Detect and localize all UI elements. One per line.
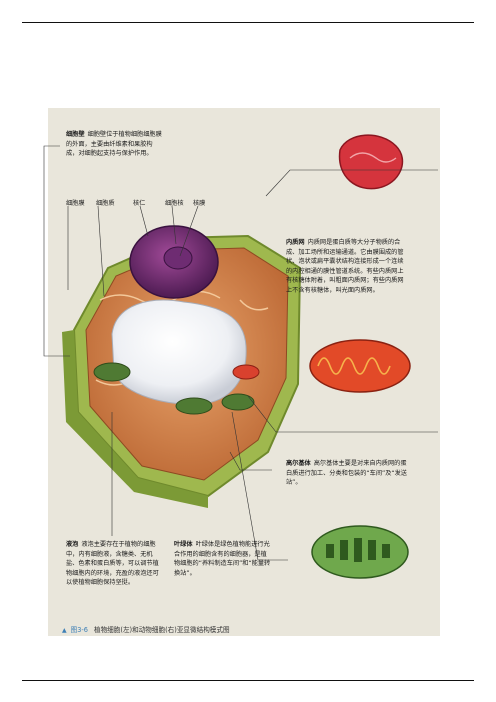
note-chloroplast: 叶绿体叶绿体是绿色植物能进行光合作用的细胞含有的细胞器，是植物细胞的“养料制造车… — [174, 540, 272, 578]
bottom-rule — [22, 680, 474, 681]
label-cytoplasm: 细胞质 — [96, 200, 115, 207]
label-nucleus: 细胞核 — [165, 200, 184, 207]
note-golgi: 高尔基体高尔基体主要是对来自内质网的蛋白质进行加工、分类和包装的“车间”及“发送… — [286, 459, 408, 488]
note-cell-wall: 细胞壁细胞壁位于植物细胞细胞膜的外面，主要由纤维素和果胶构成，对细胞起支持与保护… — [66, 130, 164, 159]
nucleus — [129, 225, 219, 299]
note-text: 内质网是蛋白质等大分子物质的合成、加工场所和运输通道。它由膜围成的管状、泡状或扁… — [286, 239, 404, 294]
caption-text: 植物细胞(左)和动物细胞(右)亚显微结构模式图 — [94, 626, 230, 634]
note-text: 细胞壁位于植物细胞细胞膜的外面，主要由纤维素和果胶构成，对细胞起支持与保护作用。 — [66, 131, 162, 158]
note-term: 内质网 — [286, 239, 305, 246]
note-er: 内质网内质网是蛋白质等大分子物质的合成、加工场所和运输通道。它由膜围成的管状、泡… — [286, 238, 408, 296]
central-vacuole — [111, 299, 247, 405]
figure-number: 图3-6 — [70, 626, 88, 634]
figure-caption: ▲图3-6 植物细胞(左)和动物细胞(右)亚显微结构模式图 — [62, 624, 230, 634]
chloroplast-detail — [311, 525, 409, 579]
note-term: 液泡 — [66, 541, 79, 548]
caption-triangle-icon: ▲ — [62, 627, 67, 634]
note-vacuole: 液泡液泡主要存在于植物的细胞中，内有细胞液，含糖类、无机盐、色素和蛋白质等，可以… — [66, 540, 164, 588]
er-detail — [338, 134, 404, 190]
note-term: 高尔基体 — [286, 460, 311, 467]
note-text: 叶绿体是绿色植物能进行光合作用的细胞含有的细胞器，是植物细胞的“养料制造车间”和… — [174, 541, 271, 577]
label-cell-membrane: 细胞膜 — [66, 200, 85, 207]
mitochondrion-detail — [309, 339, 411, 393]
mitochondrion — [232, 364, 260, 380]
chloroplasts — [93, 362, 255, 415]
label-nuclear-envelope: 核膜 — [193, 200, 206, 207]
label-nucleolus: 核仁 — [133, 200, 146, 207]
note-term: 细胞壁 — [66, 131, 85, 138]
note-term: 叶绿体 — [174, 541, 193, 548]
top-rule — [22, 22, 474, 23]
note-text: 高尔基体主要是对来自内质网的蛋白质进行加工、分类和包装的“车间”及“发送站”。 — [286, 460, 407, 487]
note-text: 液泡主要存在于植物的细胞中，内有细胞液，含糖类、无机盐、色素和蛋白质等，可以调节… — [66, 541, 159, 587]
leader-lines — [43, 145, 438, 561]
